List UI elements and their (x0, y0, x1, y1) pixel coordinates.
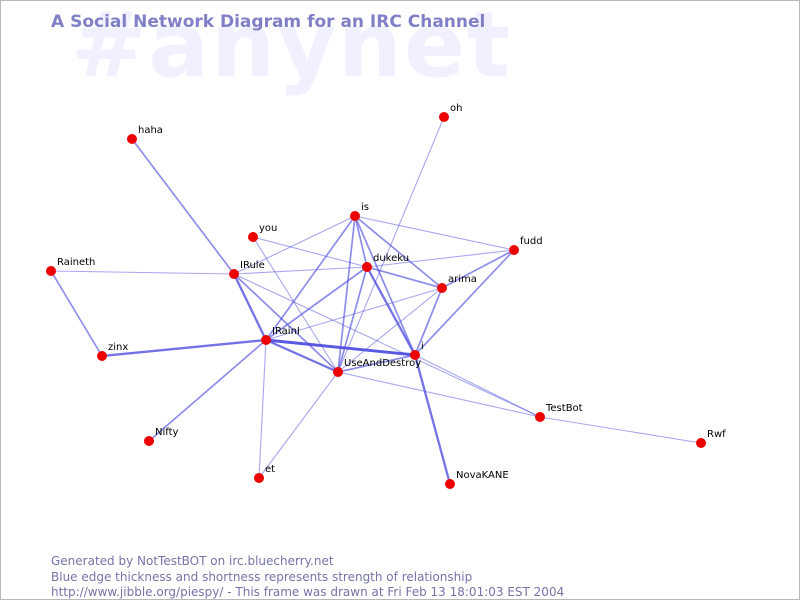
node-is: is (350, 202, 369, 221)
edge-dukeku-UseAndDestroy (337, 266, 368, 373)
edge-oh-UseAndDestroy (337, 116, 445, 373)
edge-IRainI-dukeku (265, 266, 368, 341)
diagram-title: A Social Network Diagram for an IRC Chan… (51, 12, 486, 32)
node-label: Raineth (57, 257, 95, 268)
edge-IRainI-is (265, 215, 356, 341)
edge-IRainI-Nifty (148, 339, 267, 442)
edge-dukeku-arima (366, 266, 443, 289)
node-dot (333, 367, 343, 377)
edge-zinx-IRainI (101, 338, 267, 358)
edge-IRule-dukeku (233, 266, 368, 275)
node-Nifty: Nifty (144, 427, 179, 446)
node-label: haha (138, 125, 163, 136)
node-dot (362, 262, 372, 272)
node-oh: oh (439, 103, 462, 122)
node-label: IRule (240, 260, 265, 271)
edge-i-NovaKANE (413, 354, 452, 485)
node-zinx: zinx (97, 342, 128, 361)
edge-is-i (354, 215, 416, 356)
node-UseAndDestroy: UseAndDestroy (333, 358, 421, 377)
node-Rwf: Rwf (696, 429, 726, 448)
edge-IRule-TestBot (233, 273, 541, 418)
edge-layer (50, 116, 702, 485)
edge-is-dukeku (354, 215, 368, 268)
node-label: et (265, 464, 275, 475)
edge-Raineth-IRule (50, 270, 235, 275)
edge-UseAndDestroy-TestBot (337, 371, 541, 418)
node-dot (229, 269, 239, 279)
edge-is-UseAndDestroy (337, 215, 356, 373)
node-IRule: IRule (229, 260, 265, 279)
edge-IRule-UseAndDestroy (233, 273, 339, 373)
node-dot (248, 232, 258, 242)
node-label: UseAndDestroy (344, 358, 421, 369)
node-label: dukeku (373, 253, 409, 264)
channel-watermark: #anynet (71, 0, 513, 98)
node-label: zinx (108, 342, 128, 353)
node-dot (437, 283, 447, 293)
node-dot (439, 112, 449, 122)
node-haha: haha (127, 125, 163, 144)
edge-i-TestBot (414, 354, 541, 418)
edge-IRule-is (233, 215, 356, 275)
node-dot (445, 479, 455, 489)
node-fudd: fudd (509, 236, 543, 255)
edge-arima-UseAndDestroy (337, 287, 443, 373)
node-dukeku: dukeku (362, 253, 409, 272)
footer-legend-note: Blue edge thickness and shortness repres… (51, 570, 473, 584)
node-NovaKANE: NovaKANE (445, 470, 509, 489)
node-IRainI: IRainI (261, 326, 300, 345)
node-dot (696, 438, 706, 448)
node-layer: haha oh is you fudd dukeku Raineth IRule arimaIR… (46, 103, 726, 489)
node-Raineth: Raineth (46, 257, 95, 276)
node-dot (535, 412, 545, 422)
node-dot (144, 436, 154, 446)
node-label: Rwf (707, 429, 726, 440)
edge-Raineth-zinx (50, 270, 103, 357)
node-label: IRainI (272, 326, 300, 337)
footer-url-timestamp: http://www.jibble.org/piespy/ - This fra… (51, 585, 565, 599)
node-label: i (421, 341, 424, 352)
node-dot (261, 335, 271, 345)
edge-IRule-IRainI (232, 273, 268, 341)
edge-you-dukeku (252, 236, 368, 268)
edge-IRainI-UseAndDestroy (265, 338, 339, 374)
edge-dukeku-i (365, 266, 417, 356)
node-dot (127, 134, 137, 144)
edge-haha-IRule (131, 138, 235, 275)
node-dot (509, 245, 519, 255)
node-et: et (254, 464, 275, 483)
footer-generated-by: Generated by NotTestBOT on irc.bluecherr… (51, 554, 334, 568)
node-label: fudd (520, 236, 543, 247)
edge-fudd-i (414, 249, 515, 356)
node-label: NovaKANE (456, 470, 509, 481)
node-i: i (410, 341, 424, 360)
node-arima: arima (437, 274, 477, 293)
node-dot (254, 473, 264, 483)
node-label: oh (450, 103, 462, 114)
edge-fudd-arima (441, 249, 515, 289)
node-label: is (361, 202, 369, 213)
node-label: Nifty (155, 427, 179, 438)
edge-UseAndDestroy-et (258, 371, 339, 479)
edge-TestBot-Rwf (539, 416, 702, 444)
node-label: TestBot (545, 403, 583, 414)
node-label: you (259, 223, 277, 234)
edge-arima-i (414, 287, 443, 356)
node-dot (410, 350, 420, 360)
node-TestBot: TestBot (535, 403, 583, 422)
node-dot (46, 266, 56, 276)
edge-IRainI-et (258, 339, 267, 479)
edge-you-UseAndDestroy (252, 236, 339, 373)
edge-UseAndDestroy-i (337, 354, 416, 373)
node-you: you (248, 223, 277, 242)
node-label: arima (448, 274, 477, 285)
edge-is-fudd (354, 215, 515, 251)
edge-is-arima (354, 215, 443, 289)
node-dot (350, 211, 360, 221)
node-dot (97, 351, 107, 361)
edge-dukeku-fudd (366, 249, 515, 268)
